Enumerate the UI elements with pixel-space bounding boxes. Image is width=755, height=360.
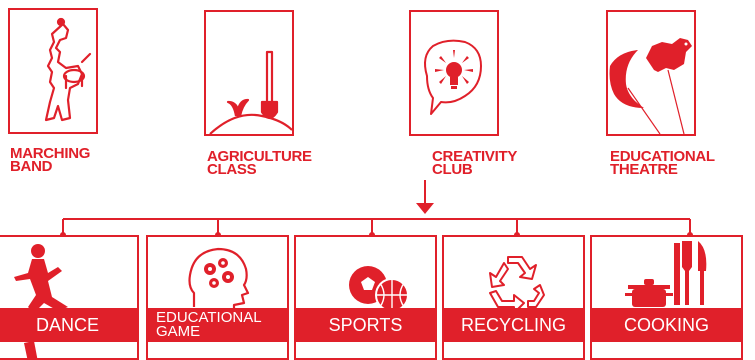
cooking-label: COOKING (592, 308, 741, 342)
dance-label: DANCE (0, 308, 137, 342)
agriculture-class-label: AGRICULTURE CLASS (207, 148, 312, 178)
pot-utensils-icon (625, 241, 707, 307)
creativity-club-card (409, 10, 499, 136)
dance-card: DANCE (0, 235, 139, 360)
educational-theatre-label: EDUCATIONAL THEATRE (610, 148, 715, 178)
recycling-card: RECYCLING (442, 235, 585, 360)
lightbulb-speech-bubble-icon (424, 39, 482, 115)
marching-band-label: MARCHING BAND (10, 145, 91, 175)
brain-gears-head-icon (188, 247, 250, 309)
marching-drummer-icon (44, 17, 92, 122)
creativity-club-label: CREATIVITY CLUB (432, 148, 518, 178)
recycling-label: RECYCLING (444, 308, 583, 342)
sports-card: SPORTS (294, 235, 437, 360)
marching-band-card (8, 8, 98, 134)
educational-game-label: EDUCATIONAL GAME (148, 308, 287, 342)
balls-icon (349, 266, 409, 312)
educational-game-card: EDUCATIONAL GAME (146, 235, 289, 360)
arrow-down-icon (416, 203, 434, 214)
recycling-icon (489, 256, 545, 314)
agriculture-class-card (204, 10, 294, 136)
dancer-icon (14, 244, 68, 358)
cooking-card: COOKING (590, 235, 743, 360)
shadow-puppet-cow-moon-icon (609, 38, 692, 134)
shovel-sprout-icon (209, 50, 292, 134)
sports-label: SPORTS (296, 308, 435, 342)
educational-theatre-card (606, 10, 696, 136)
